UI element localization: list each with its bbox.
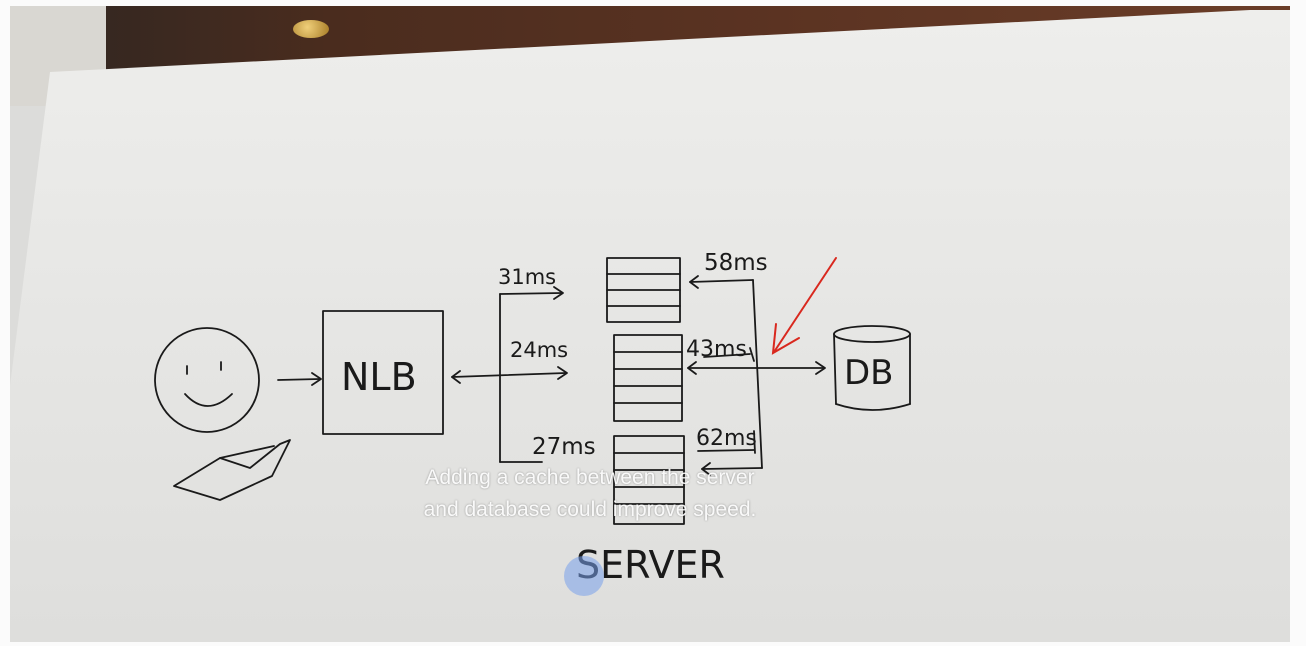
server-stack-top (606, 257, 681, 323)
video-caption: Adding a cache between the server and da… (350, 462, 830, 526)
red-annotation-arrow (771, 257, 837, 355)
latency-mid-in: 24ms (510, 338, 568, 362)
latency-top-in: 31ms (498, 265, 556, 289)
user-smiley-icon (154, 327, 260, 433)
caption-line-1: Adding a cache between the server (425, 466, 755, 489)
whiteboard: NLB DB SERVER 31ms 24ms 27ms 58ms 43ms 6… (10, 10, 1290, 642)
latency-bottom-in: 27ms (532, 434, 596, 460)
latency-bottom-db: 62ms (696, 426, 757, 451)
smiley-mouth (184, 393, 233, 407)
laptop-icon (173, 439, 291, 501)
latency-top-db: 58ms (704, 250, 768, 276)
db-cylinder-icon (833, 325, 911, 411)
door-knob (293, 20, 329, 38)
cursor-highlight (564, 556, 604, 596)
arrow-nlb-servers (451, 372, 567, 378)
server-stack-bottom (613, 435, 685, 525)
server-stack-middle (613, 334, 683, 422)
arrow-user-nlb (277, 378, 321, 381)
db-bus-line (752, 279, 763, 469)
nlb-label: NLB (341, 355, 417, 399)
nlb-box (322, 310, 444, 435)
video-player[interactable]: NLB DB SERVER 31ms 24ms 27ms 58ms 43ms 6… (10, 6, 1290, 642)
whiteboard-surface (10, 10, 1290, 642)
db-label: DB (844, 353, 894, 393)
latency-mid-db: 43ms (686, 337, 747, 362)
caption-line-2: and database could improve speed. (423, 498, 757, 521)
